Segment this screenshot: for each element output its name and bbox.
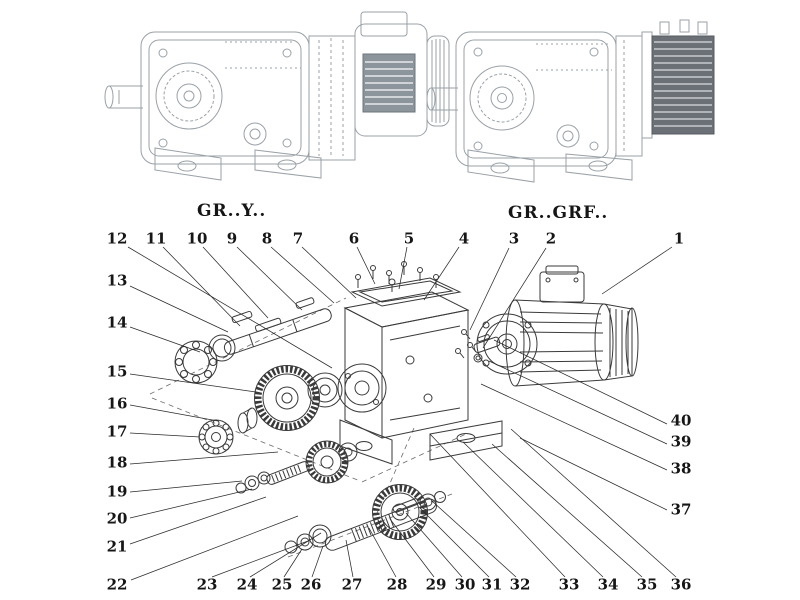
- model-label-right: GR..GRF..: [508, 203, 609, 223]
- part-number-10: 10: [186, 229, 208, 248]
- leader-lines: [127, 246, 677, 581]
- part-number-14: 14: [106, 313, 128, 332]
- gearmotor-drawing-left: [104, 11, 450, 181]
- input-shaft-drawing: [174, 297, 332, 384]
- exploded-view: [127, 246, 677, 581]
- part-number-3: 3: [508, 229, 520, 248]
- part-number-18: 18: [106, 453, 128, 472]
- part-number-31: 31: [481, 575, 503, 594]
- part-number-24: 24: [236, 575, 258, 594]
- part-number-34: 34: [597, 575, 619, 594]
- part-number-6: 6: [348, 229, 360, 248]
- part-number-2: 2: [545, 229, 557, 248]
- part-number-19: 19: [106, 482, 128, 501]
- part-number-25: 25: [271, 575, 293, 594]
- part-number-32: 32: [509, 575, 531, 594]
- part-number-38: 38: [670, 459, 692, 478]
- part-number-22: 22: [106, 575, 128, 594]
- part-number-26: 26: [300, 575, 322, 594]
- part-number-33: 33: [558, 575, 580, 594]
- part-number-12: 12: [106, 229, 128, 248]
- motor-drawing: [455, 265, 639, 387]
- part-number-15: 15: [106, 362, 128, 381]
- part-number-28: 28: [386, 575, 408, 594]
- model-label-left: GR..Y..: [197, 201, 267, 221]
- part-number-30: 30: [454, 575, 476, 594]
- part-number-20: 20: [106, 509, 128, 528]
- housing-drawing: [337, 261, 503, 465]
- part-number-27: 27: [341, 575, 363, 594]
- gear-cluster-drawing: [198, 365, 358, 494]
- part-number-4: 4: [458, 229, 470, 248]
- gearmotor-drawing-right: [426, 19, 715, 183]
- part-number-23: 23: [196, 575, 218, 594]
- part-number-37: 37: [670, 500, 692, 519]
- part-number-40: 40: [670, 411, 692, 430]
- part-number-29: 29: [425, 575, 447, 594]
- part-number-16: 16: [106, 394, 128, 413]
- part-number-39: 39: [670, 432, 692, 451]
- part-number-1: 1: [673, 229, 685, 248]
- part-number-11: 11: [145, 229, 167, 248]
- part-number-5: 5: [403, 229, 415, 248]
- part-number-8: 8: [261, 229, 273, 248]
- part-number-21: 21: [106, 537, 128, 556]
- part-number-36: 36: [670, 575, 692, 594]
- part-number-9: 9: [226, 229, 238, 248]
- part-number-17: 17: [106, 422, 128, 441]
- part-number-7: 7: [292, 229, 304, 248]
- part-number-13: 13: [106, 271, 128, 290]
- part-number-35: 35: [636, 575, 658, 594]
